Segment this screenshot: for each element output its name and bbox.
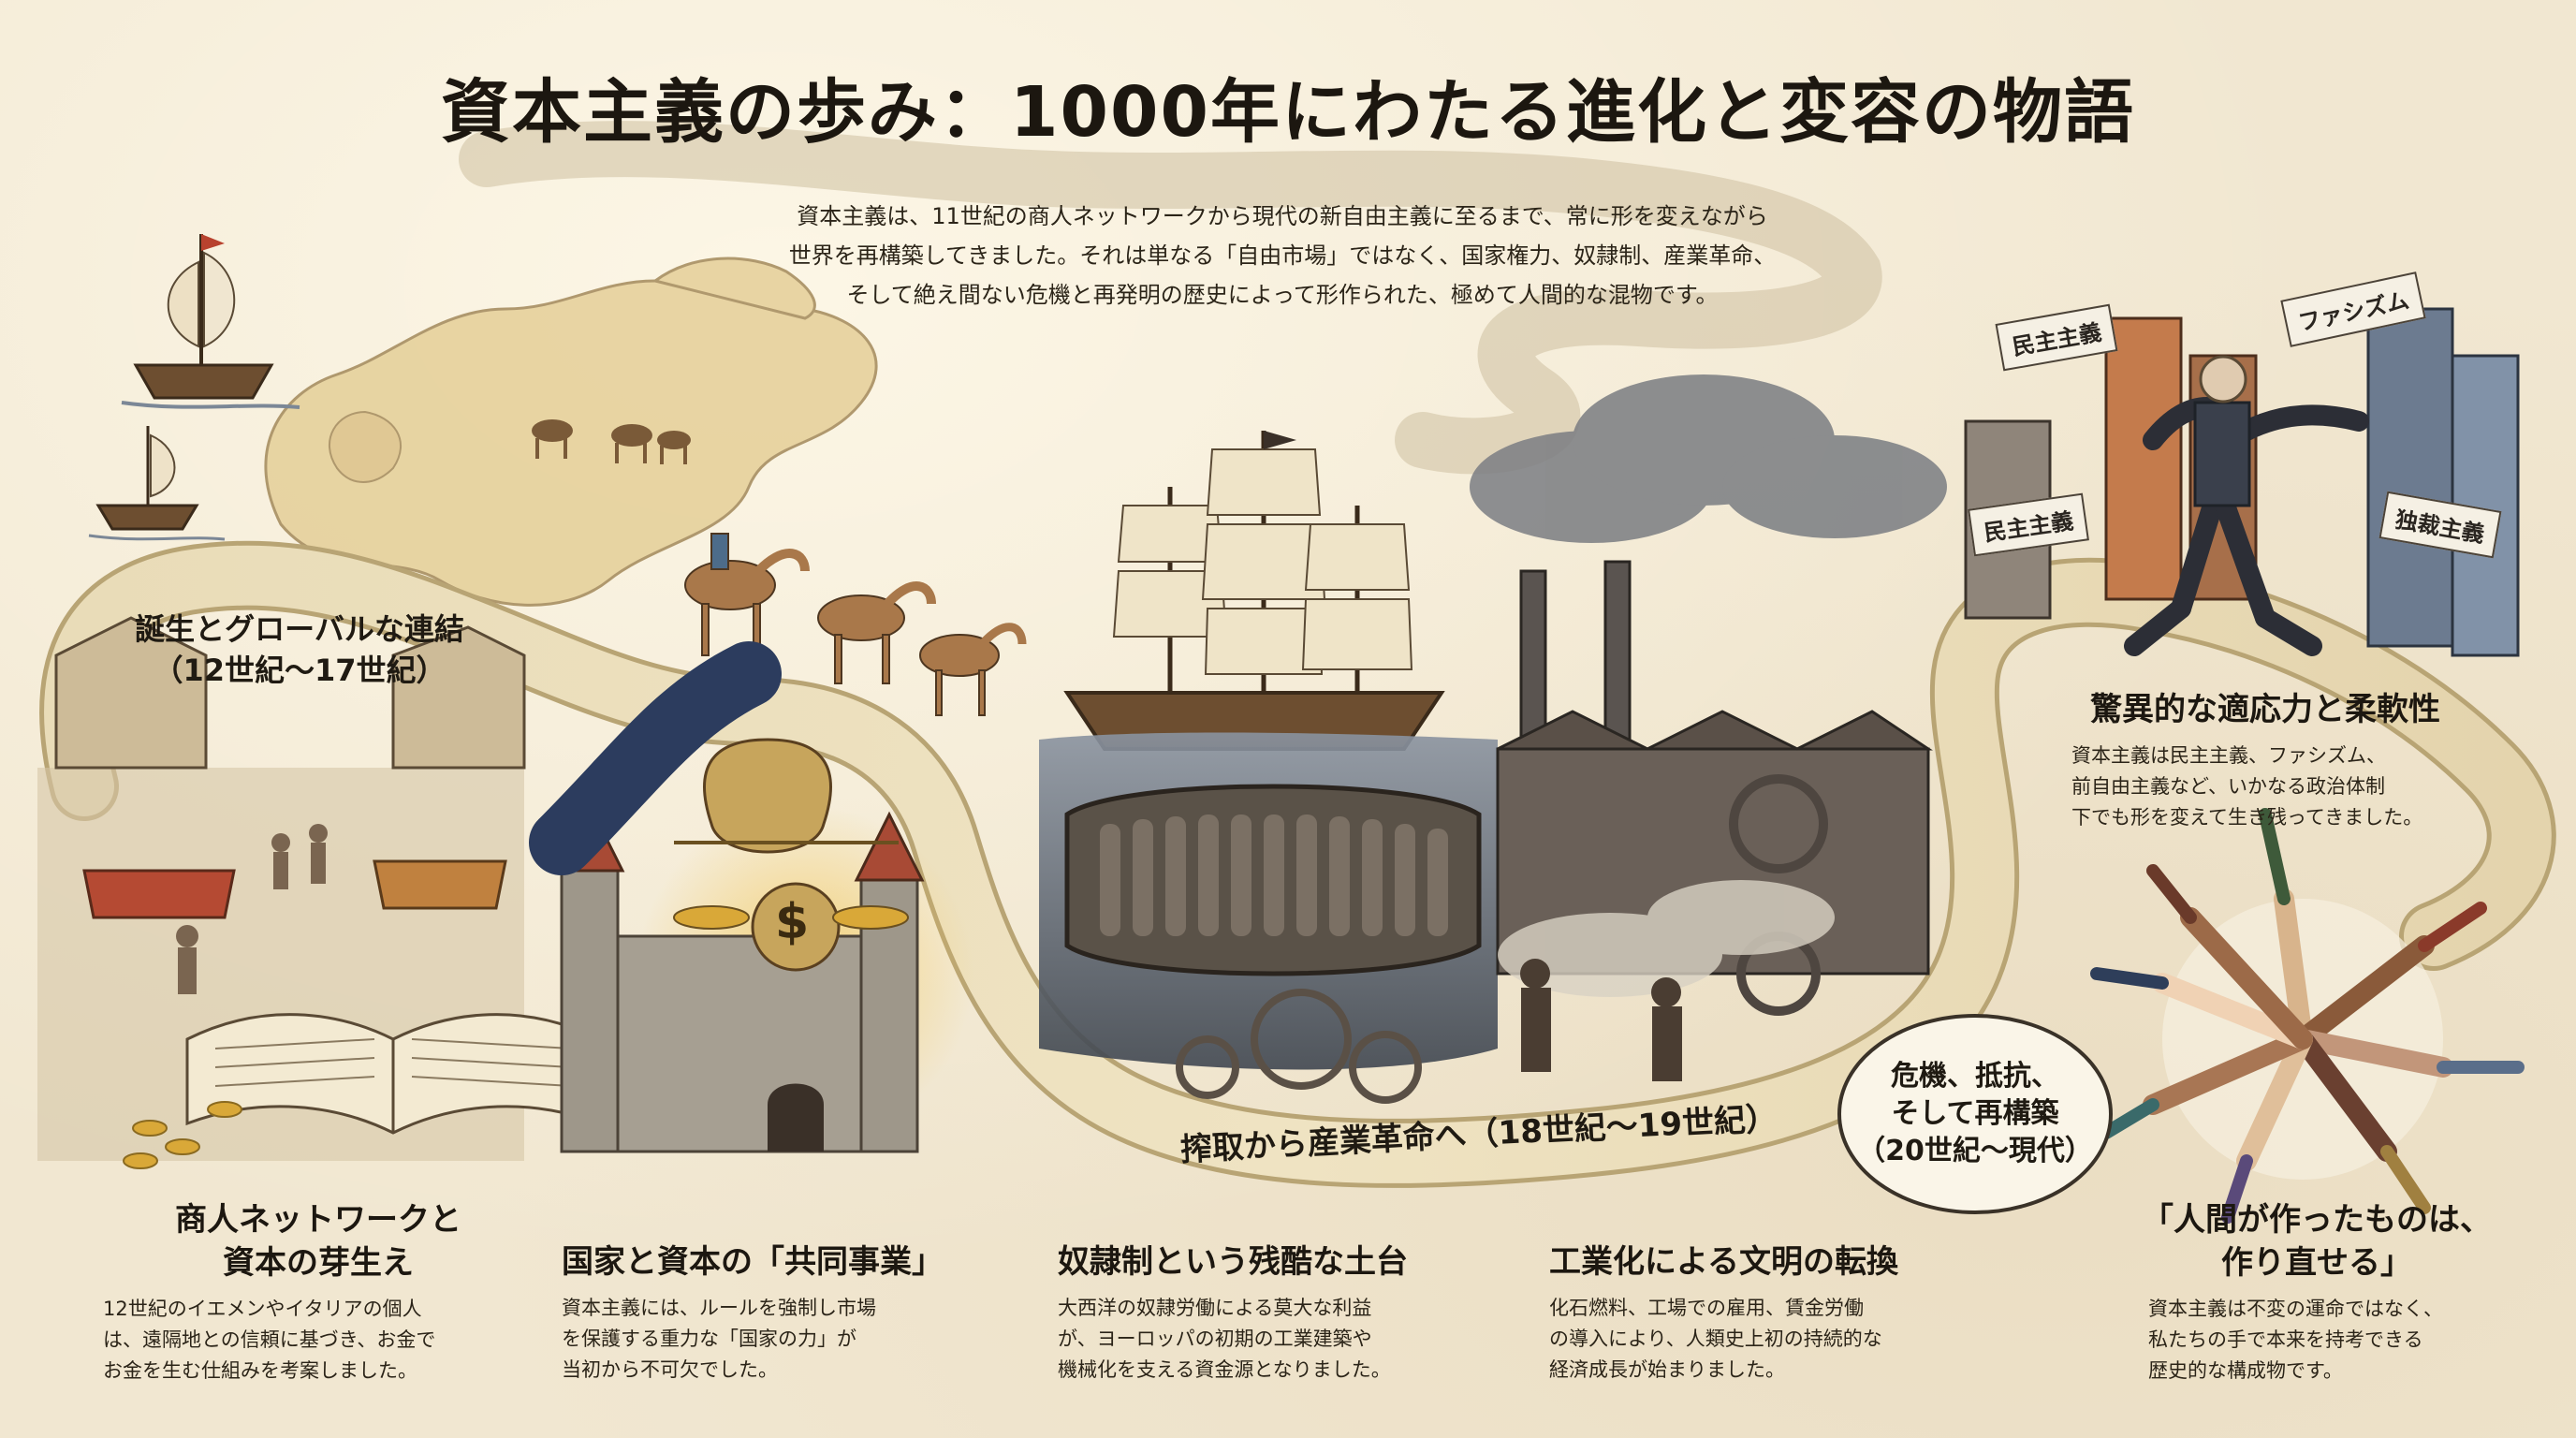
page-title: 資本主義の歩み：1000年にわたる進化と変容の物語 bbox=[441, 72, 2135, 153]
castle-scene bbox=[529, 641, 973, 1153]
section-merchant-body-1: 12世紀のイエメンやイタリアの個人 bbox=[103, 1298, 422, 1320]
section-remake-body-2: 私たちの手で本来を持考できる bbox=[2148, 1328, 2423, 1351]
section-merchant-head-1: 商人ネットワークと bbox=[175, 1201, 461, 1239]
camel-caravan bbox=[684, 533, 1027, 716]
factory-scene bbox=[1470, 374, 1947, 1081]
section-slavery: 奴隷制という残酷な土台 大西洋の奴隷労働による莫大な利益 が、ヨーロッパの初期の… bbox=[1058, 1240, 1488, 1386]
money-bag-icon: $ bbox=[775, 894, 810, 950]
section-merchant-head-2: 資本の芽生え bbox=[223, 1244, 414, 1282]
section-slavery-head: 奴隷制という残酷な土台 bbox=[1058, 1243, 1408, 1281]
section-adapt: 驚異的な適応力と柔軟性 資本主義は民主主義、ファシズム、 前自由主義など、いかな… bbox=[2055, 688, 2476, 833]
era-crisis-label: 危機、抵抗、 そして再構築 （20世紀〜現代） bbox=[1849, 1058, 2101, 1170]
section-merchant-body-3: お金を生む仕組みを考案しました。 bbox=[103, 1359, 417, 1382]
section-industry-head: 工業化による文明の転換 bbox=[1549, 1243, 1898, 1281]
ship-small-left bbox=[88, 426, 226, 541]
section-adapt-head: 驚異的な適応力と柔軟性 bbox=[2090, 691, 2440, 728]
section-state-head: 国家と資本の「共同事業」 bbox=[562, 1243, 944, 1281]
section-industry-body-3: 経済成長が始まりました。 bbox=[1549, 1358, 1785, 1381]
section-industry: 工業化による文明の転換 化石燃料、工場での雇用、賃金労働 の導入により、人類史上… bbox=[1549, 1240, 1961, 1386]
section-slavery-body-2: が、ヨーロッパの初期の工業建築や bbox=[1058, 1328, 1372, 1350]
intro-line-3: そして絶え間ない危機と再発明の歴史によって形作られた、極めて人間的な混物です。 bbox=[846, 282, 1719, 308]
section-remake-body-3: 歴史的な構成物です。 bbox=[2148, 1359, 2343, 1382]
era-crisis-line-2: そして再構築 bbox=[1891, 1097, 2059, 1130]
tall-ship bbox=[1063, 431, 1445, 751]
section-remake-head-2: 作り直せる」 bbox=[2221, 1244, 2412, 1282]
section-adapt-body-3: 下でも形を変えて生き残ってきました。 bbox=[2071, 806, 2423, 829]
era-birth-line-2: （12世紀〜17世紀） bbox=[153, 653, 446, 688]
era-crisis-line-3: （20世紀〜現代） bbox=[1857, 1135, 2093, 1167]
section-remake: 「人間が作ったものは、 作り直せる」 資本主義は不変の運命ではなく、 私たちの手… bbox=[2120, 1198, 2513, 1387]
section-remake-head-1: 「人間が作ったものは、 bbox=[2142, 1201, 2492, 1239]
sea-and-hold bbox=[1039, 732, 1498, 1104]
crisis-bubble bbox=[1837, 1014, 2113, 1214]
section-state-body-1: 資本主義には、ルールを強制し市場 bbox=[562, 1297, 876, 1319]
intro-line-2: 世界を再構築してきました。それは単なる「自由市場」ではなく、国家権力、奴隷制、産… bbox=[788, 242, 1777, 269]
intro-line-1: 資本主義は、11世紀の商人ネットワークから現代の新自由主義に至るまで、常に形を変… bbox=[797, 203, 1768, 229]
section-industry-body-1: 化石燃料、工場での雇用、賃金労働 bbox=[1549, 1297, 1864, 1319]
section-industry-body-2: の導入により、人類史上初の持続的な bbox=[1549, 1328, 1882, 1350]
section-slavery-body-1: 大西洋の奴隷労働による莫大な利益 bbox=[1058, 1297, 1372, 1319]
ship-top-left bbox=[121, 234, 300, 409]
section-state: 国家と資本の「共同事業」 資本主義には、ルールを強制し市場 を保護する重力な「国… bbox=[562, 1240, 964, 1386]
section-state-body-3: 当初から不可欠でした。 bbox=[562, 1358, 778, 1381]
camels-on-map bbox=[532, 419, 691, 464]
section-remake-body-1: 資本主義は不変の運命ではなく、 bbox=[2148, 1298, 2443, 1320]
section-slavery-body-3: 機械化を支える資金源となりました。 bbox=[1058, 1358, 1391, 1381]
era-birth-line-1: 誕生とグローバルな連結 bbox=[135, 611, 464, 647]
section-state-body-2: を保護する重力な「国家の力」が bbox=[562, 1328, 856, 1350]
hands-circle bbox=[2090, 808, 2525, 1224]
ledger-book bbox=[123, 1013, 601, 1169]
era-birth-label: 誕生とグローバルな連結 （12世紀〜17世紀） bbox=[103, 609, 496, 691]
section-adapt-body-1: 資本主義は民主主義、ファシズム、 bbox=[2071, 744, 2386, 767]
smoke-band bbox=[459, 121, 1882, 475]
section-adapt-body-2: 前自由主義など、いかなる政治体制 bbox=[2071, 775, 2385, 798]
section-merchant-body-2: は、遠隔地との信頼に基づき、お金で bbox=[103, 1328, 436, 1351]
world-map bbox=[264, 257, 878, 607]
era-crisis-line-1: 危機、抵抗、 bbox=[1891, 1060, 2059, 1093]
section-merchant: 商人ネットワークと 資本の芽生え 12世紀のイエメンやイタリアの個人 は、遠隔地… bbox=[103, 1198, 534, 1387]
intro-text: 資本主義は、11世紀の商人ネットワークから現代の新自由主義に至るまで、常に形を変… bbox=[739, 197, 1825, 315]
